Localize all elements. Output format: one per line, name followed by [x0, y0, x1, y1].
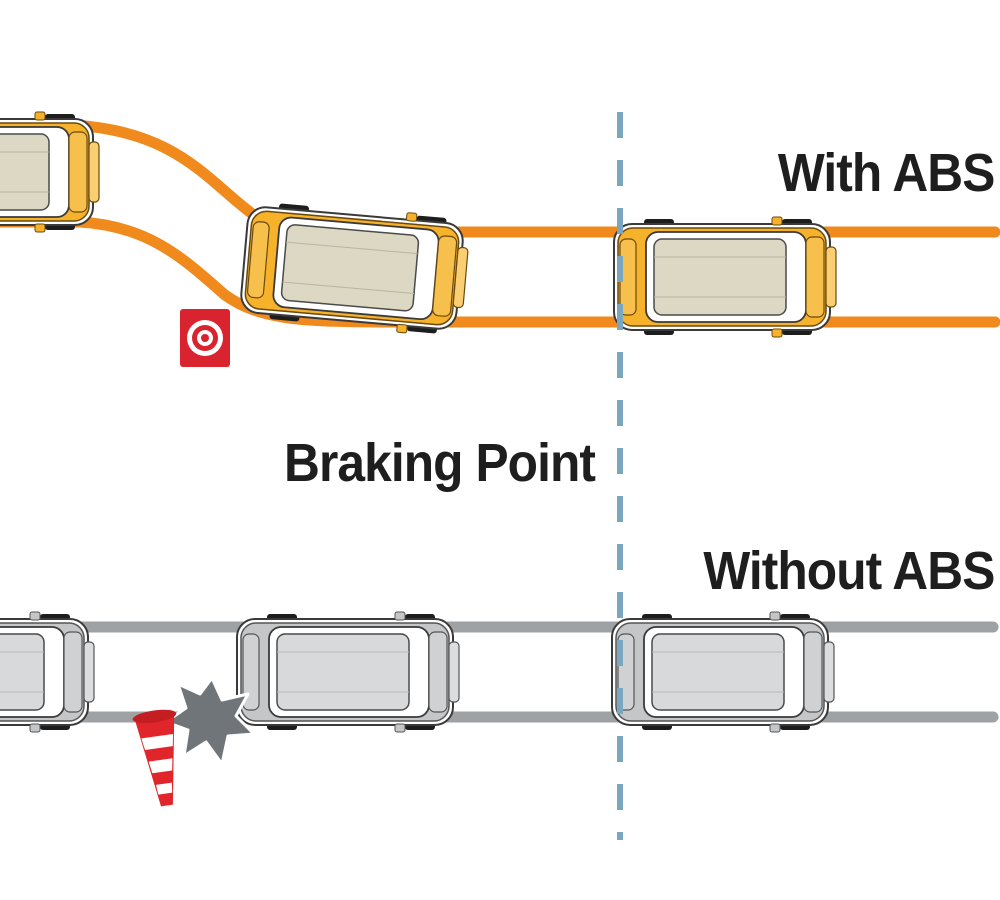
target-sign-icon	[180, 309, 230, 367]
abs-car-swerving	[238, 197, 472, 339]
without-abs-label: Without ABS	[702, 541, 995, 601]
no-abs-car-crashed	[236, 611, 460, 733]
traffic-cone-icon	[132, 709, 177, 807]
abs-car-start	[0, 111, 100, 233]
braking-point-label: Braking Point	[284, 433, 596, 493]
abs-car-stopped	[613, 216, 837, 338]
abs-track-lower	[0, 216, 1000, 328]
no-abs-car-start	[0, 611, 95, 733]
no-abs-car-stopped	[611, 611, 835, 733]
impact-burst-icon	[164, 676, 256, 766]
without-abs-tracks	[0, 621, 999, 723]
with-abs-label: With ABS	[777, 143, 995, 203]
